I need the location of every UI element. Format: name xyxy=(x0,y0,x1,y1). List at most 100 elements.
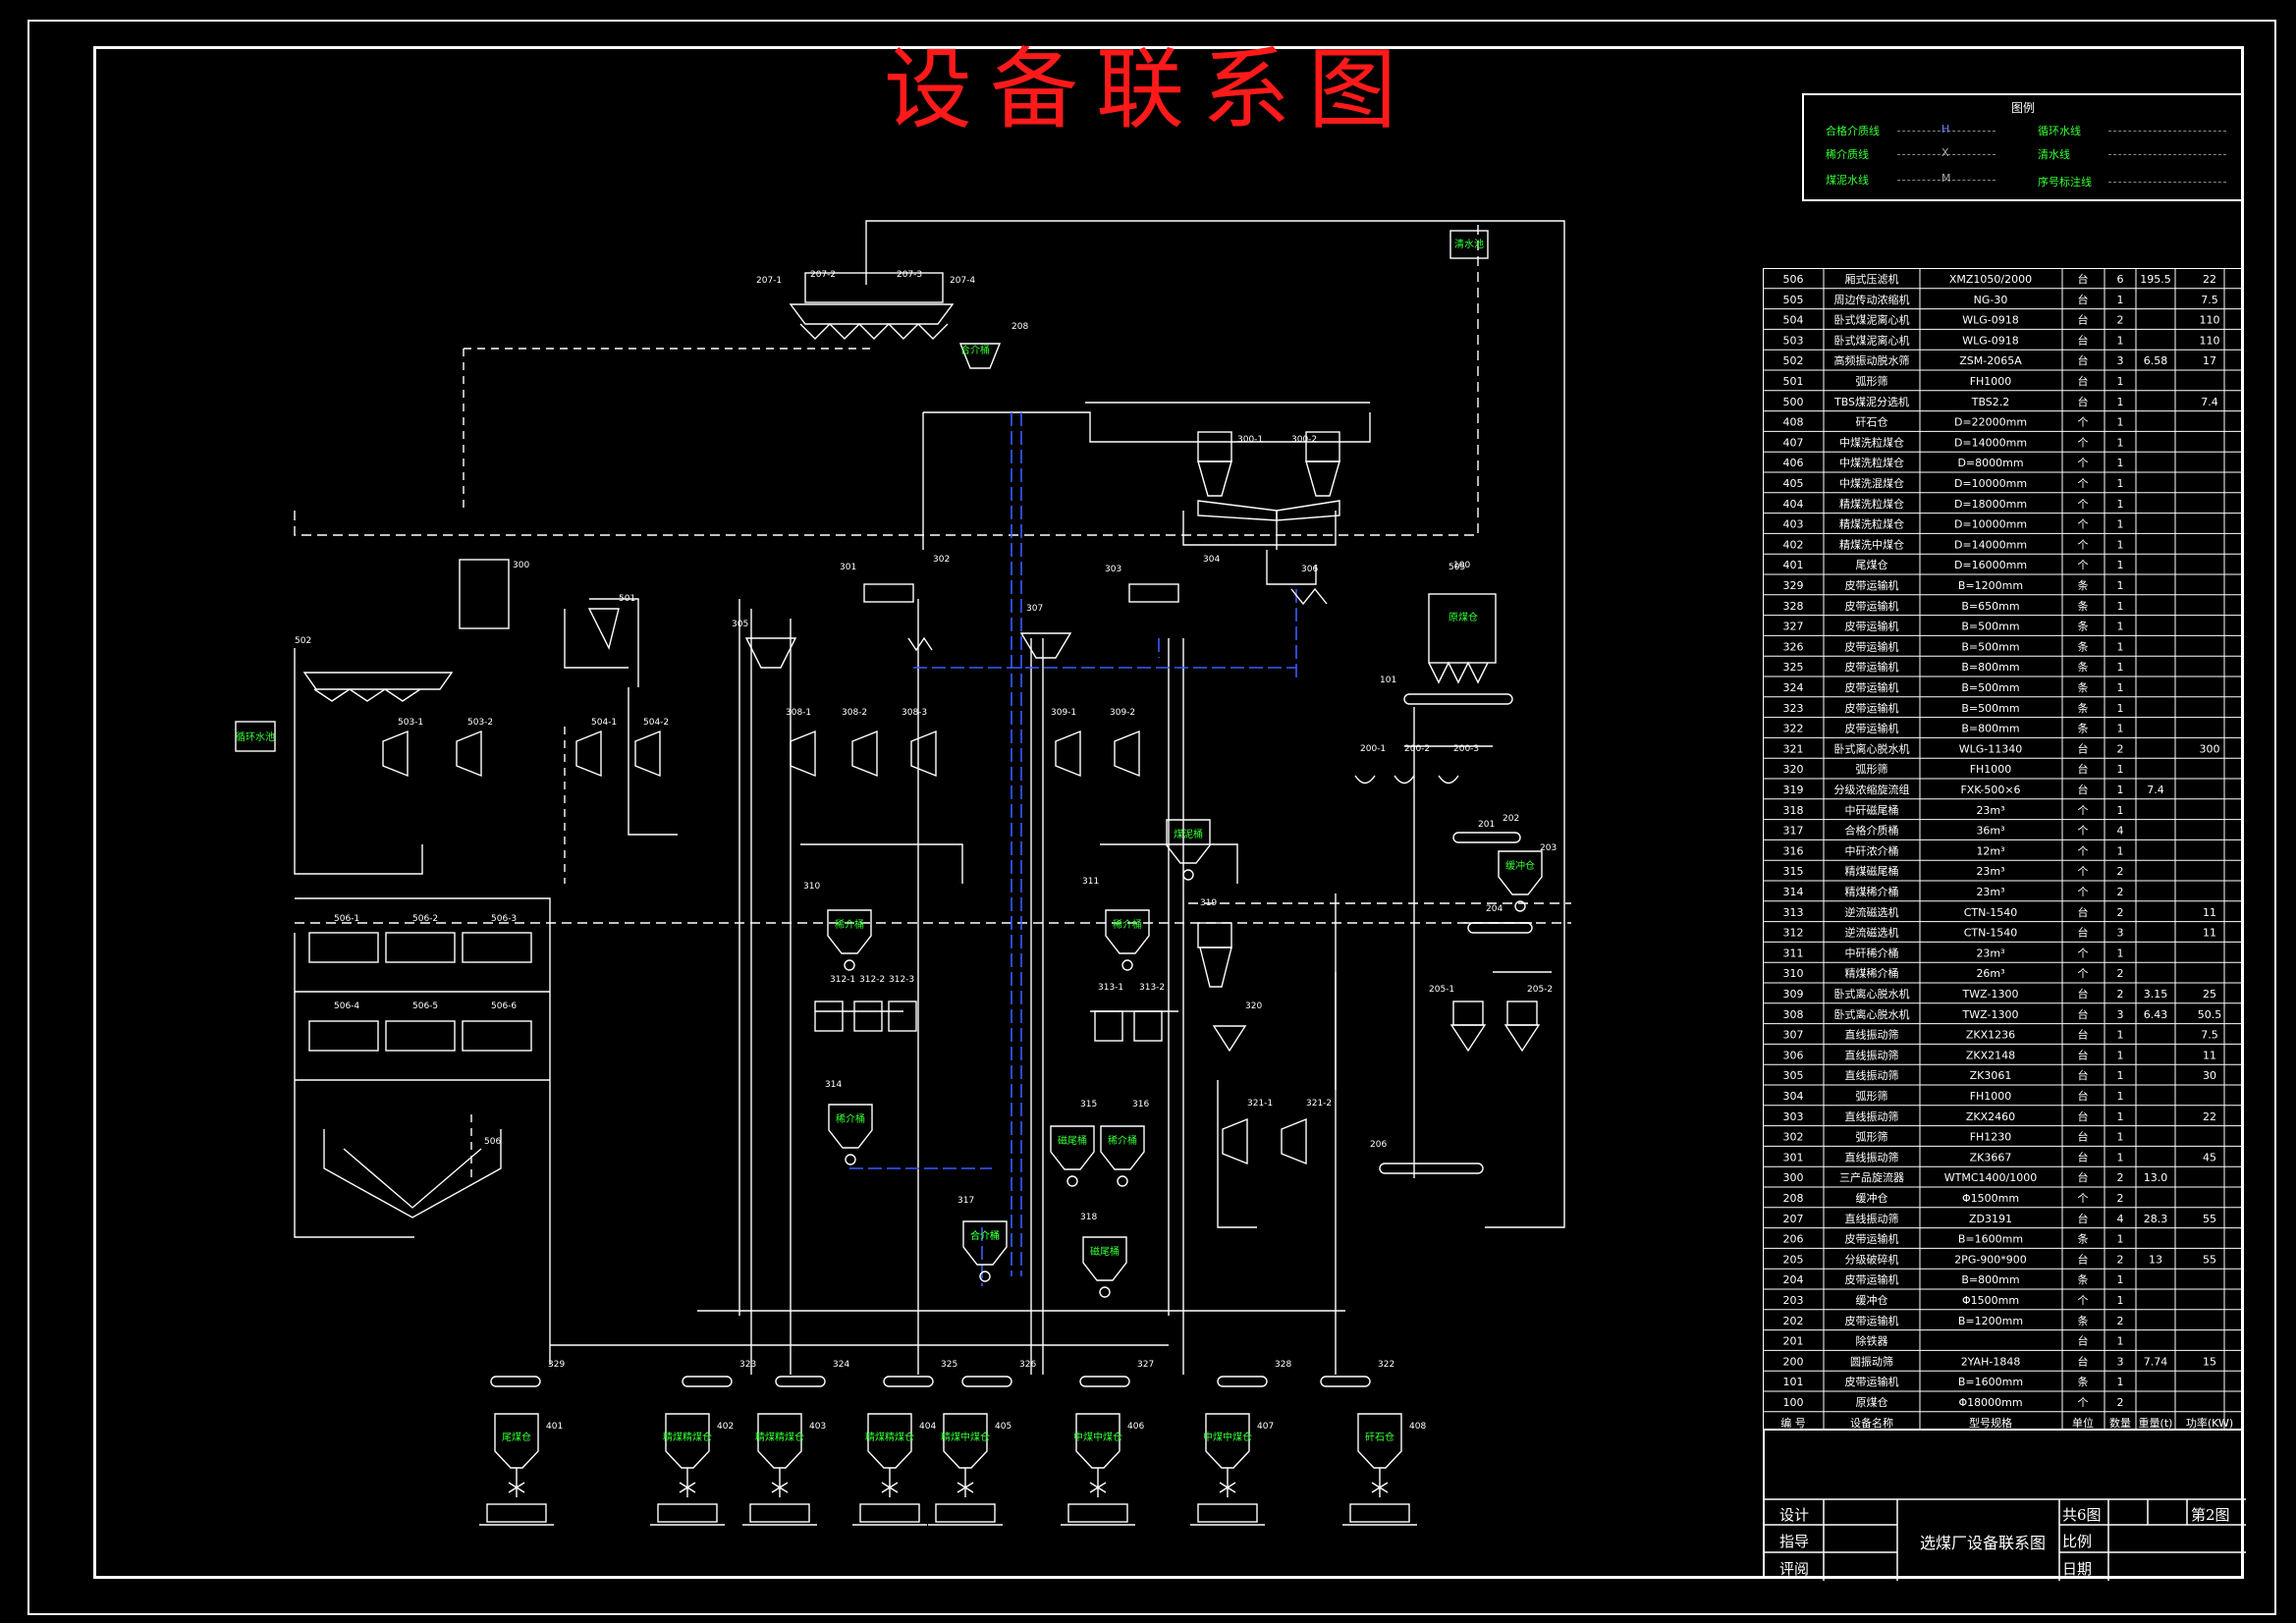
flow-line xyxy=(923,411,1371,443)
table-cell: 309 xyxy=(1783,988,1804,1001)
filter-press-506-3 xyxy=(462,932,532,963)
table-cell: 17 xyxy=(2203,354,2216,367)
table-cell: 11 xyxy=(2203,1049,2216,1061)
table-cell: 精煤磁尾桶 xyxy=(1845,864,1899,878)
filter-press-506-4 xyxy=(308,1020,379,1052)
table-cell: B=500mm xyxy=(1961,681,2019,694)
table-cell: 1 xyxy=(2117,784,2124,796)
sump-pump xyxy=(1117,1175,1128,1187)
table-cell: 2 xyxy=(2117,886,2124,898)
equipment-id: 314 xyxy=(825,1080,842,1090)
table-cell: 2 xyxy=(2117,967,2124,980)
table-cell: 皮带运输机 xyxy=(1845,620,1899,633)
table-cell: ZK3667 xyxy=(1970,1151,2012,1163)
bin-id: 402 xyxy=(717,1422,734,1432)
table-cell: 407 xyxy=(1783,436,1804,449)
legend-title: 图例 xyxy=(2010,101,2035,115)
table-header: 编 号 xyxy=(1780,1416,1806,1430)
table-cell: FH1000 xyxy=(1970,375,2012,388)
table-cell: 个 xyxy=(2078,865,2089,878)
sump-tank xyxy=(1105,909,1150,954)
bin-outlet xyxy=(679,1468,696,1497)
table-cell: 6.58 xyxy=(2144,354,2168,367)
tank-label: 合介桶 xyxy=(960,344,990,356)
table-cell: 个 xyxy=(2078,967,2089,980)
legend-label-qualified-medium: 合格介质线 xyxy=(1826,125,1880,137)
table-cell: 1 xyxy=(2117,1233,2124,1246)
equipment-id: 506 xyxy=(484,1137,501,1147)
screens-200 xyxy=(1354,775,1459,784)
legend-label-clean-water: 清水线 xyxy=(2038,148,2070,161)
table-cell: 台 xyxy=(2078,1170,2089,1184)
tank-label: 缓冲仓 xyxy=(1505,859,1535,872)
equipment-id: 308-1 xyxy=(786,708,811,718)
raw-coal-bin-outlets xyxy=(1428,661,1489,684)
table-cell: 2 xyxy=(2117,865,2124,878)
table-cell: 329 xyxy=(1783,579,1804,592)
table-cell: 条 xyxy=(2078,639,2089,653)
sump-pump xyxy=(1121,959,1133,971)
table-cell: ZD3191 xyxy=(1969,1213,2012,1225)
product-bin xyxy=(943,1413,988,1469)
table-cell: 328 xyxy=(1783,600,1804,613)
table-cell: 台 xyxy=(2078,272,2089,286)
table-cell: B=800mm xyxy=(1961,723,2019,735)
equipment-id: 317 xyxy=(957,1196,974,1206)
tank-label: 循环水池 xyxy=(236,730,275,743)
tank-label: 稀介桶 xyxy=(835,918,864,931)
thickener-505 xyxy=(343,1148,482,1209)
tank-label: 清水池 xyxy=(1454,238,1484,250)
screen-502-hoppers xyxy=(313,688,421,702)
legend-label-circulating-water: 循环水线 xyxy=(2038,125,2081,137)
table-cell: 26m³ xyxy=(1976,967,2004,980)
table-cell: 1 xyxy=(2117,579,2124,592)
tb-guide: 指导 xyxy=(1779,1533,1810,1550)
table-cell: 25 xyxy=(2203,988,2216,1001)
equipment-id: 300 xyxy=(513,561,529,570)
table-cell: CTN-1540 xyxy=(1964,927,2018,940)
product-bin xyxy=(494,1413,539,1469)
table-cell: 55 xyxy=(2203,1213,2216,1225)
tb-drawing-name: 选煤厂设备联系图 xyxy=(1920,1534,2047,1552)
bin-outlet xyxy=(1219,1468,1236,1497)
table-cell: 台 xyxy=(2078,333,2089,347)
table-cell: 弧形筛 xyxy=(1856,374,1888,388)
table-cell: 55 xyxy=(2203,1253,2216,1266)
table-cell: Φ18000mm xyxy=(1958,1396,2022,1409)
table-cell: 306 xyxy=(1783,1049,1804,1061)
circulating-water-tank xyxy=(235,721,276,752)
sump-pump xyxy=(979,1271,991,1282)
equipment-id: 501 xyxy=(619,594,635,604)
conveyor-206 xyxy=(1379,1163,1484,1174)
flow-line xyxy=(294,221,1479,536)
table-cell: 23m³ xyxy=(1976,804,2004,817)
table-cell: 1 xyxy=(2117,1335,2124,1348)
equipment-id: 316 xyxy=(1132,1100,1149,1109)
equipment-id: 207-4 xyxy=(950,276,975,286)
equipment-id: 315 xyxy=(1080,1100,1097,1109)
equipment-id: 506-3 xyxy=(491,914,517,924)
tank-label: 合介桶 xyxy=(970,1229,1000,1242)
conveyor-id: 327 xyxy=(1137,1360,1154,1370)
equipment-id: 205-1 xyxy=(1429,985,1454,995)
filter-press-506-2 xyxy=(385,932,456,963)
table-cell: D=22000mm xyxy=(1954,416,2027,429)
table-cell: FH1000 xyxy=(1970,763,2012,776)
legend-line xyxy=(1897,180,1995,181)
table-cell: NG-30 xyxy=(1974,294,2008,306)
table-cell: 310 xyxy=(1783,967,1804,980)
table-cell: FH1000 xyxy=(1970,1090,2012,1103)
table-cell: 501 xyxy=(1783,375,1804,388)
table-cell: 厢式压滤机 xyxy=(1845,272,1899,286)
drawing-title: 设备联系图 xyxy=(884,38,1414,141)
table-cell: 311 xyxy=(1783,947,1804,959)
table-cell: 皮带运输机 xyxy=(1845,680,1899,694)
table-cell: 7.4 xyxy=(2201,396,2218,408)
table-cell: B=1600mm xyxy=(1958,1376,2023,1388)
table-cell: CTN-1540 xyxy=(1964,906,2018,919)
table-cell: 直线振动筛 xyxy=(1845,1150,1899,1163)
table-cell: 个 xyxy=(2078,825,2089,838)
sump-pump xyxy=(844,959,855,971)
equipment-id: 204 xyxy=(1486,904,1503,914)
tank-label: 稀介桶 xyxy=(1113,918,1142,931)
